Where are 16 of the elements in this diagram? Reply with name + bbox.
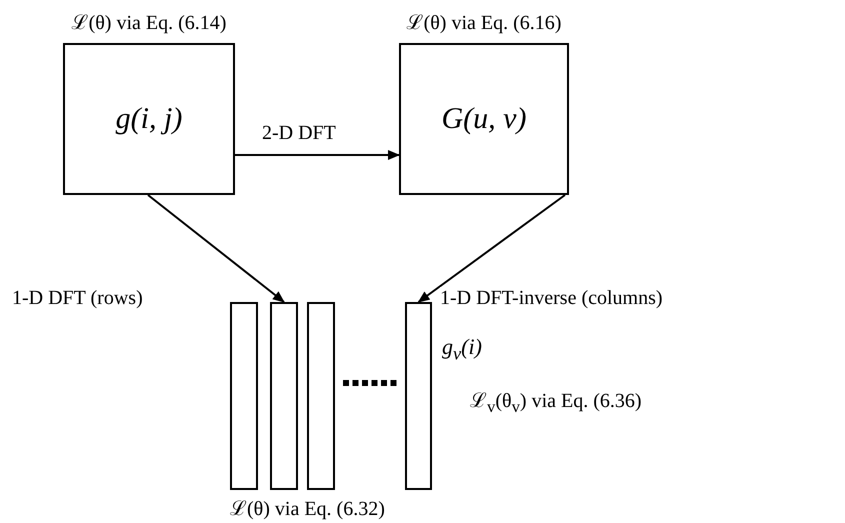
equation-label: ℒ(θ) via Eq. (6.32): [230, 497, 385, 521]
vertical-bar: [270, 302, 298, 490]
node-heading: ℒ(θ) via Eq. (6.14): [72, 11, 226, 36]
node-heading: ℒ(θ) via Eq. (6.16): [406, 11, 562, 36]
vertical-bar: [307, 302, 335, 490]
arrow: [235, 150, 400, 160]
edge-label: 1-D DFT (rows): [12, 287, 143, 310]
vertical-bar: [230, 302, 258, 490]
edge-label: 1-D DFT-inverse (columns): [440, 287, 663, 310]
bar-label: g$_{v}$(i): [442, 334, 482, 364]
arrow: [147, 194, 285, 303]
function-label: g(i, j): [116, 102, 182, 136]
equation-label: ℒ$_{v}$(θ$_{v}$) via Eq. (6.36): [470, 389, 642, 417]
vertical-bar: [405, 302, 432, 490]
function-label: G(u, v): [442, 102, 526, 136]
arrow: [418, 194, 566, 303]
